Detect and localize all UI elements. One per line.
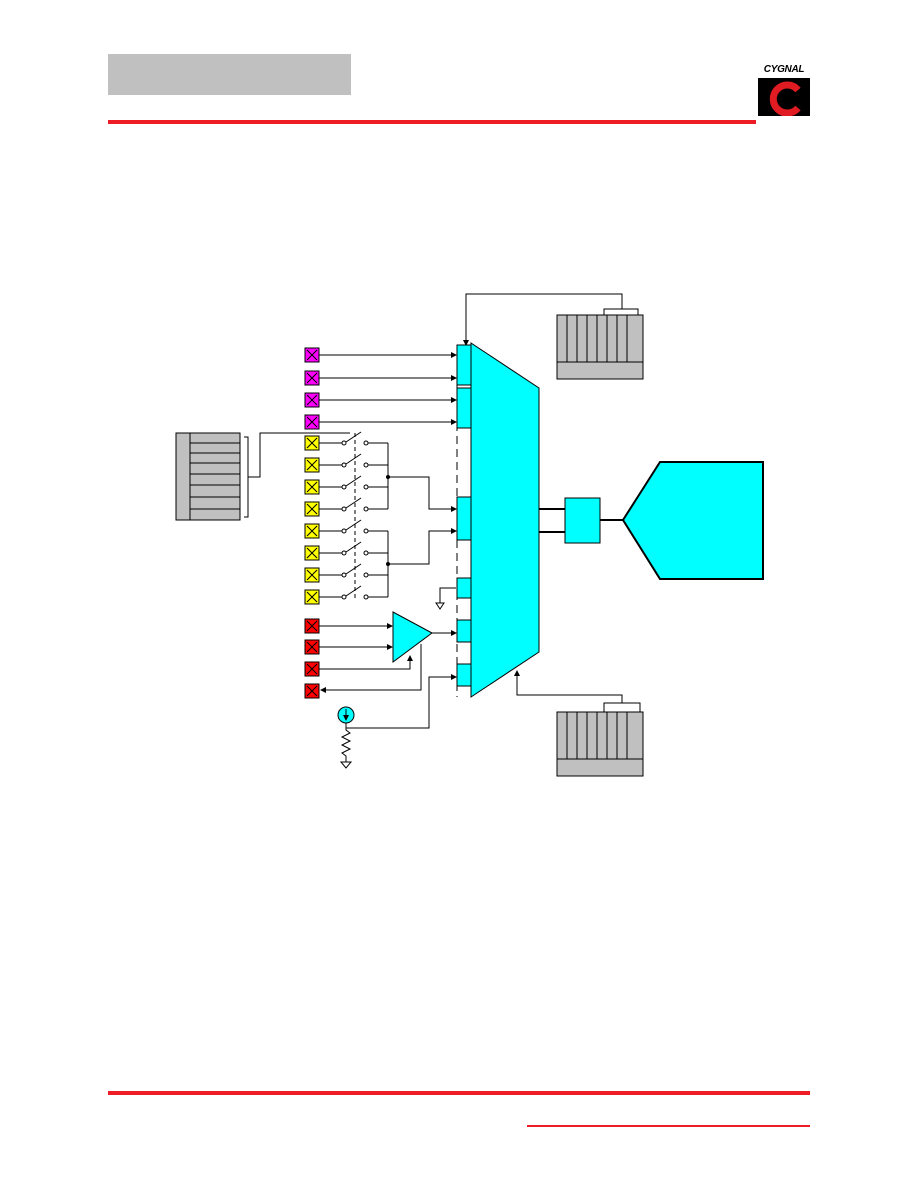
temp-sensor-link [346,674,457,729]
yellow-pin [304,501,320,517]
yellow-pin [304,479,320,495]
switch-bus-wiring [368,442,389,598]
bottom-register [556,702,644,777]
mux-output-lines [539,508,565,533]
amp-feedback-2 [320,644,422,693]
left-register [175,432,241,521]
header-rule [108,120,756,124]
yellow-pin [304,589,320,605]
magenta-pin [304,392,320,408]
top-register-link [463,293,623,346]
magenta-pins [304,347,320,430]
red-pin [304,618,320,634]
logo-text: CYGNAL [763,64,805,75]
mux-input-pads [456,344,472,697]
magenta-pin [304,347,320,363]
left-register-brace [244,436,249,518]
yellow-pin [304,523,320,539]
top-register [556,308,644,380]
red-pin [304,661,320,677]
switch-bus-a [388,476,457,512]
red-pin [304,639,320,655]
magenta-pin [304,414,320,430]
amplifier [392,611,433,663]
red-pins [304,618,320,699]
analog-mux [470,342,540,698]
sample-hold-block [564,497,601,544]
amp-feedback-1 [319,655,413,670]
magenta-pin [304,370,320,386]
bottom-register-link [514,670,623,703]
yellow-pin [304,567,320,583]
footer-rule [108,1091,810,1095]
left-register-link [248,432,350,478]
yellow-pin [304,545,320,561]
yellow-pin [304,435,320,451]
current-source [337,706,355,769]
yellow-pin [304,457,320,473]
footer-page-rule [527,1125,810,1127]
red-pin [304,683,320,699]
analog-switches [319,431,369,600]
cygnal-logo: CYGNAL [756,64,812,116]
switch-bus-b [388,528,457,565]
yellow-pins [304,435,320,605]
header-title-box [108,54,351,95]
ground-symbol [435,587,456,610]
adc-block [621,461,764,580]
